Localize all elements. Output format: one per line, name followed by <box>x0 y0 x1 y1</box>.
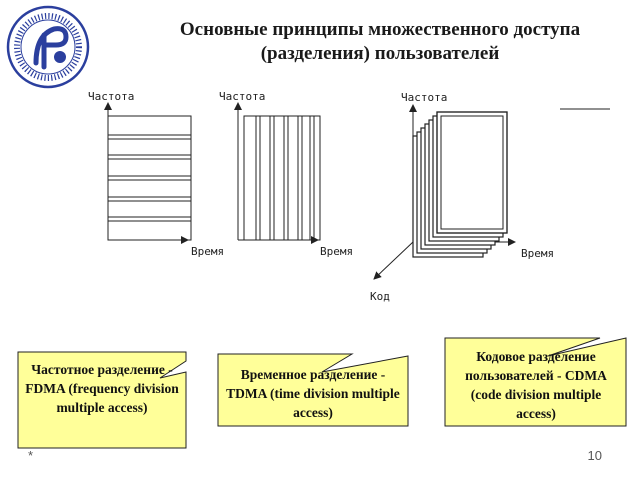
cdma-x-axis-label: Время <box>521 247 554 260</box>
tdma-callout-text: Временное разделение - TDMA (time divisi… <box>226 367 400 420</box>
university-logo <box>6 5 90 89</box>
fdma-y-axis-label: Частота <box>88 90 134 103</box>
tdma-x-axis-label: Время <box>320 245 353 258</box>
cdma-diagram: Частота Время Код <box>370 91 554 303</box>
cdma-y-axis-label: Частота <box>401 91 447 104</box>
fdma-diagram: Частота Время <box>88 90 224 258</box>
tdma-y-axis-label: Частота <box>219 90 265 103</box>
fdma-callout-text: Частотное разделение - FDMA (frequency d… <box>25 362 179 415</box>
slide-title: Основные принципы множественного доступа… <box>179 19 581 64</box>
fdma-x-axis-label: Время <box>191 245 224 258</box>
cdma-callout-shape <box>444 337 627 427</box>
cdma-callout-text: Кодовое разделение пользователей - CDMA … <box>465 349 607 421</box>
slide-number: 10 <box>587 448 602 463</box>
tdma-callout-shape <box>217 353 409 427</box>
fdma-callout-shape <box>17 351 187 449</box>
tdma-diagram: Частота Время <box>219 90 353 258</box>
cdma-z-axis-label: Код <box>370 290 390 303</box>
footer-mark: * <box>28 448 34 463</box>
